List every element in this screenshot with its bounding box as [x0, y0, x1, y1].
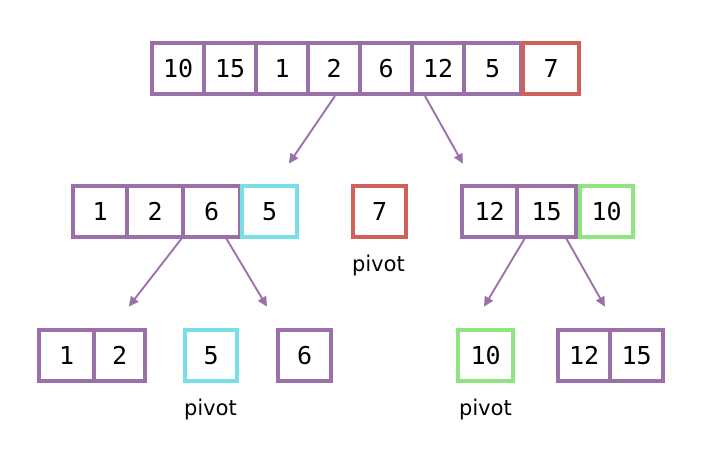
root-cell-6: 5 — [462, 41, 523, 96]
arrow-left-to-leftleft — [128, 237, 183, 307]
left-pivot-label: pivot — [184, 396, 237, 420]
left-cell-2: 6 — [181, 184, 242, 239]
right-pivot-result-cell: 10 — [456, 328, 515, 383]
left-pivot-result-cell: 5 — [183, 328, 239, 383]
root-pivot-label: pivot — [352, 252, 405, 276]
root-cell-1: 15 — [202, 41, 258, 96]
left-cell-0: 1 — [71, 184, 129, 239]
leftleft-cell-1: 2 — [92, 328, 147, 383]
leftleft-cell-0: 1 — [37, 328, 96, 383]
arrow-right-to-rightpivot — [483, 237, 526, 307]
root-cell-5: 12 — [410, 41, 466, 96]
root-pivot-result-cell: 7 — [351, 184, 408, 239]
right-cell-0: 12 — [460, 184, 519, 239]
right-pivot-cell: 10 — [578, 184, 635, 239]
root-cell-4: 6 — [358, 41, 414, 96]
right-cell-1: 15 — [515, 184, 578, 239]
rightright-cell-0: 12 — [556, 328, 612, 383]
arrow-root-to-left — [288, 95, 336, 164]
leftright-cell-0: 6 — [276, 328, 333, 383]
arrow-root-to-right — [424, 95, 463, 164]
right-pivot-label: pivot — [459, 396, 512, 420]
root-cell-3: 2 — [306, 41, 362, 96]
left-cell-1: 2 — [125, 184, 185, 239]
root-cell-2: 1 — [254, 41, 310, 96]
arrow-left-to-leftright — [225, 237, 268, 307]
root-pivot-cell: 7 — [521, 41, 581, 96]
rightright-cell-1: 15 — [608, 328, 665, 383]
root-cell-0: 10 — [150, 41, 206, 96]
left-pivot-cell: 5 — [240, 184, 299, 239]
arrow-right-to-rightright — [565, 237, 605, 307]
